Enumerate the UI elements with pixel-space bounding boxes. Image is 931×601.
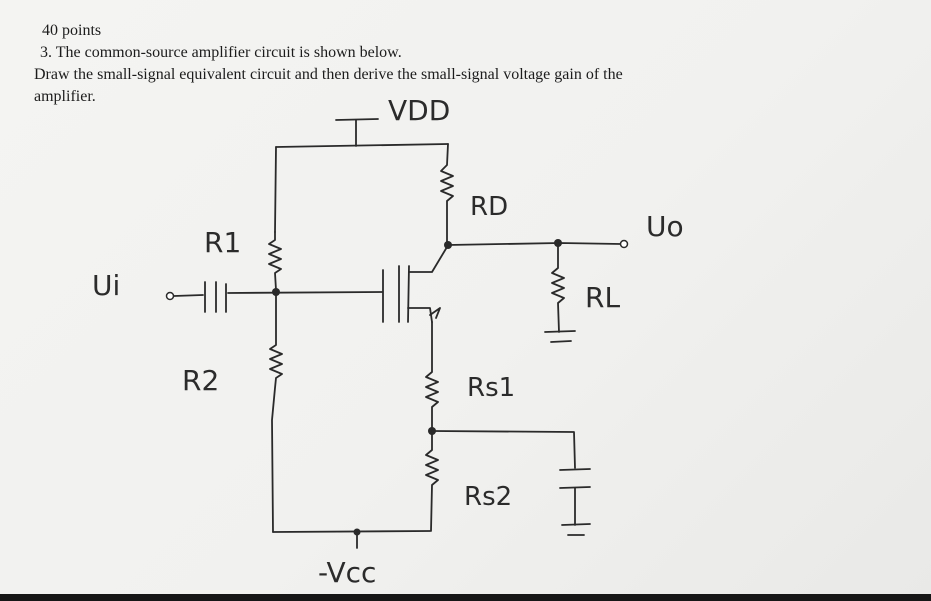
problem-instruction: Draw the small-signal equivalent circuit… xyxy=(34,66,623,83)
rs2-resistor xyxy=(425,430,439,532)
label-r1: R1 xyxy=(204,226,241,259)
left-rail-wire xyxy=(274,146,277,233)
input-terminal xyxy=(165,291,175,301)
label-r2: R2 xyxy=(182,364,219,397)
r1-resistor xyxy=(268,231,282,291)
vdd-supply xyxy=(335,118,379,147)
output-terminal xyxy=(619,239,629,249)
rd-resistor xyxy=(440,143,454,246)
label-rd: RD xyxy=(470,192,508,222)
output-wire xyxy=(447,242,622,246)
label-vcc: -Vcc xyxy=(318,556,376,589)
label-rs2: Rs2 xyxy=(464,482,512,512)
top-rail-wire xyxy=(275,143,449,148)
bypass-capacitor xyxy=(559,468,591,536)
gate-wire xyxy=(227,291,383,294)
label-vdd: VDD xyxy=(388,94,450,127)
rl-resistor xyxy=(551,242,565,333)
label-rs1: Rs1 xyxy=(467,373,515,403)
problem-instruction-cont: amplifier. xyxy=(34,88,96,105)
label-output: Uo xyxy=(646,210,684,243)
problem-text: 40 points 3. The common-source amplifier… xyxy=(34,20,894,108)
mosfet xyxy=(382,246,448,323)
r2-resistor xyxy=(269,291,283,533)
problem-statement: 3. The common-source amplifier circuit i… xyxy=(40,44,402,61)
label-input: Ui xyxy=(92,269,120,302)
rl-ground-symbol xyxy=(544,330,576,343)
bottom-rail-wire xyxy=(272,530,431,533)
photo-bottom-edge xyxy=(0,594,931,601)
coupling-capacitor xyxy=(204,281,227,313)
points-label: 40 points xyxy=(42,22,102,39)
bypass-wire xyxy=(431,430,576,469)
rs1-resistor xyxy=(425,321,439,432)
input-wire xyxy=(173,294,204,297)
label-rl: RL xyxy=(585,281,620,314)
